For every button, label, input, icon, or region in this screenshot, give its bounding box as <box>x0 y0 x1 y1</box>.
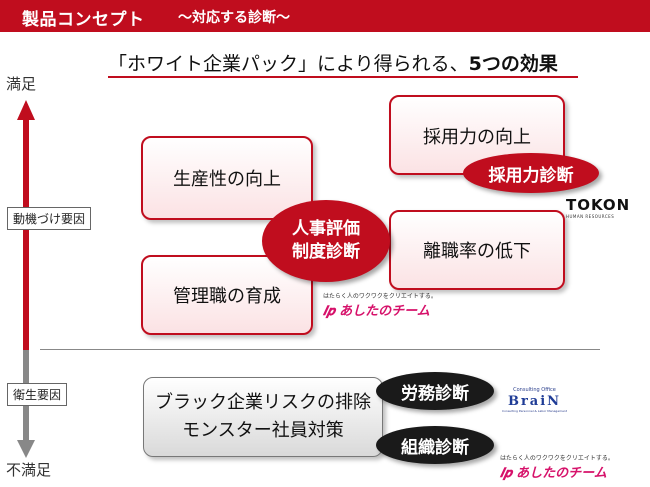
ashita-mark-icon: 𝒍𝒑 <box>323 304 340 319</box>
main-title-emphasis: 5つの効果 <box>468 53 558 75</box>
hr-evaluation-line2: 制度診断 <box>292 242 360 262</box>
axis-red-shaft <box>23 118 29 350</box>
hygiene-factor-tag: 衛生要因 <box>7 383 68 406</box>
organization-diagnosis-label: 組織診断 <box>401 437 469 458</box>
management-label: 管理職の育成 <box>173 286 281 307</box>
hr-evaluation-diagnosis: 人事評価 制度診断 <box>262 200 390 282</box>
risk-line1: ブラック企業リスクの排除 <box>155 392 371 414</box>
risk-line2: モンスター社員対策 <box>182 420 344 441</box>
header-subtitle: ～対応する診断～ <box>178 10 290 26</box>
title-underline <box>108 76 578 78</box>
ashita-brand-text-1: あしたのチーム <box>339 304 430 319</box>
labor-diagnosis: 労務診断 <box>376 372 494 410</box>
ashita-team-logo-1: はたらく人のワクワクをクリエイトする。 𝒍𝒑 あしたのチーム <box>323 291 437 319</box>
organization-diagnosis: 組織診断 <box>376 426 494 464</box>
main-title-prefix: 「ホワイト企業パック」により得られる、 <box>108 53 469 75</box>
tokon-logo-name: TOKON <box>566 196 631 214</box>
risk-box: ブラック企業リスクの排除 モンスター社員対策 <box>143 377 383 457</box>
management-box: 管理職の育成 <box>141 255 313 335</box>
ashita-brand-2: 𝒍𝒑 あしたのチーム <box>500 462 614 481</box>
recruitment-diagnosis: 採用力診断 <box>463 153 599 193</box>
recruitment-diagnosis-label: 採用力診断 <box>488 165 574 186</box>
tokon-logo: TOKON HUMAN RESOURCES <box>566 196 630 219</box>
ashita-tagline-2: はたらく人のワクワクをクリエイトする。 <box>500 455 614 462</box>
hr-evaluation-line1: 人事評価 <box>292 219 360 240</box>
ashita-tagline-1: はたらく人のワクワクをクリエイトする。 <box>323 293 437 300</box>
turnover-label: 離職率の低下 <box>423 241 531 262</box>
recruitment-label: 採用力の向上 <box>423 127 531 148</box>
ashita-mark-icon-2: 𝒍𝒑 <box>500 466 517 481</box>
axis-bottom-label: 不満足 <box>6 461 52 479</box>
brain-logo-top: Consulting Office <box>513 387 556 393</box>
factor-divider <box>40 349 600 350</box>
axis-arrow-down-head <box>17 440 35 458</box>
header-title: 製品コンセプト <box>22 10 145 30</box>
brain-logo-name: BraiN <box>507 393 562 409</box>
axis-top-label: 満足 <box>6 75 37 93</box>
ashita-team-logo-2: はたらく人のワクワクをクリエイトする。 𝒍𝒑 あしたのチーム <box>500 453 614 481</box>
main-title: 「ホワイト企業パック」により得られる、5つの効果 <box>108 49 558 76</box>
brain-logo: Consulting Office BraiN Consulting Perso… <box>502 387 568 413</box>
axis-arrow-up-head <box>17 100 35 120</box>
ashita-brand-text-2: あしたのチーム <box>516 466 607 481</box>
turnover-box: 離職率の低下 <box>389 210 565 290</box>
motivation-factor-tag: 動機づけ要因 <box>7 207 92 230</box>
header-bar: 製品コンセプト ～対応する診断～ <box>0 0 650 32</box>
tokon-logo-sub: HUMAN RESOURCES <box>566 214 615 219</box>
productivity-label: 生産性の向上 <box>173 169 281 190</box>
ashita-brand-1: 𝒍𝒑 あしたのチーム <box>323 300 437 319</box>
brain-logo-sub: Consulting Personnel & Labor Management <box>502 408 568 413</box>
productivity-box: 生産性の向上 <box>141 136 313 220</box>
labor-diagnosis-label: 労務診断 <box>401 383 469 404</box>
